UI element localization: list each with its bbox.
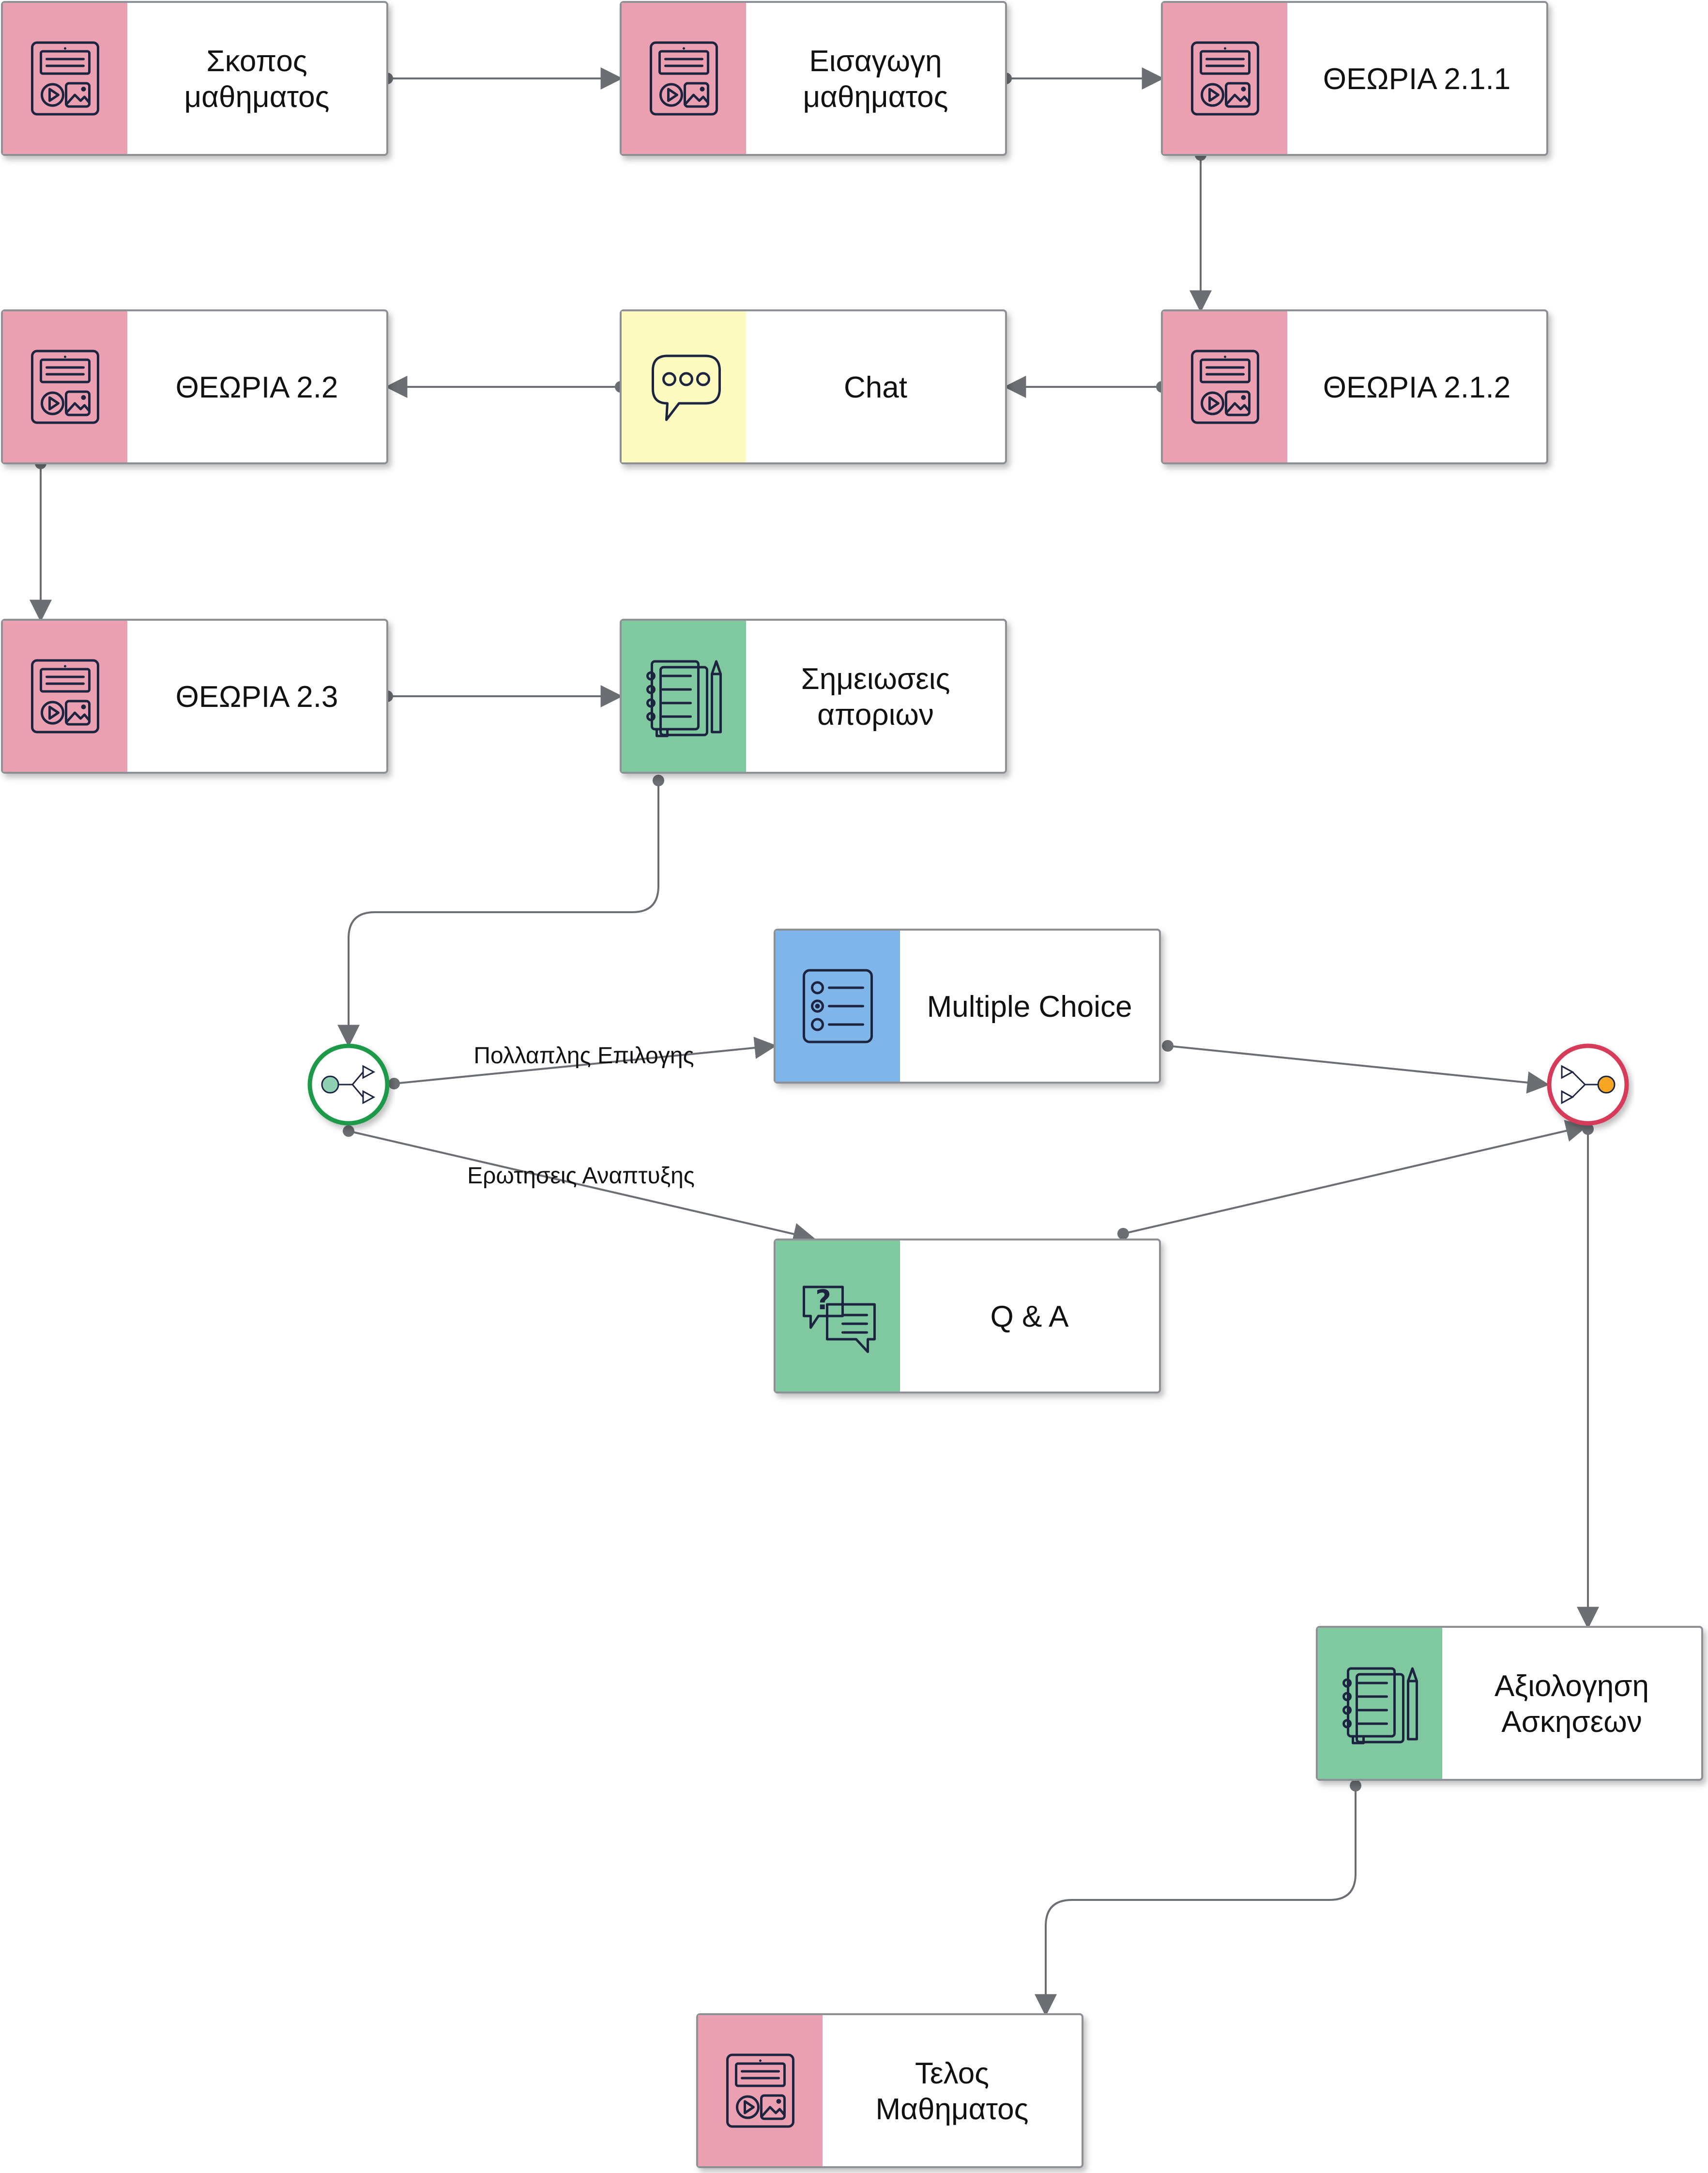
node-n6[interactable]: ΘΕΩΡΙΑ 2.2 bbox=[1, 309, 388, 464]
checklist-icon bbox=[803, 969, 873, 1043]
node-n7[interactable]: ΘΕΩΡΙΑ 2.3 bbox=[1, 619, 388, 774]
media-content-icon bbox=[1191, 41, 1259, 116]
node-label: ΘΕΩΡΙΑ 2.2 bbox=[176, 371, 338, 404]
node-n3[interactable]: ΘΕΩΡΙΑ 2.1.1 bbox=[1161, 1, 1548, 156]
edge-g1-n10[interactable] bbox=[343, 1125, 816, 1245]
node-type-strip bbox=[622, 311, 746, 462]
node-label-line: αποριων bbox=[817, 698, 934, 732]
node-label-line: Σκοπος bbox=[206, 45, 307, 78]
media-content-icon bbox=[31, 41, 99, 116]
node-label: Q & A bbox=[991, 1300, 1069, 1333]
media-content-icon bbox=[31, 659, 99, 734]
node-n5[interactable]: Chat bbox=[620, 309, 1007, 464]
chat-bubble-icon bbox=[652, 354, 721, 421]
node-label-line: μαθηματος bbox=[184, 80, 329, 114]
node-label-line: Chat bbox=[844, 371, 907, 404]
node-label-line: ΘΕΩΡΙΑ 2.2 bbox=[176, 371, 338, 404]
node-type-strip bbox=[3, 311, 127, 462]
node-type-strip bbox=[3, 3, 127, 154]
node-label-line: Multiple Choice bbox=[927, 990, 1132, 1024]
edge-n10-g2[interactable] bbox=[1117, 1119, 1588, 1240]
edge-n1-n2[interactable] bbox=[381, 67, 623, 90]
node-label-line: ΘΕΩΡΙΑ 2.1.1 bbox=[1323, 62, 1511, 96]
node-label-line: ΘΕΩΡΙΑ 2.3 bbox=[176, 680, 338, 714]
node-label: Chat bbox=[844, 371, 907, 404]
node-label: ΘΕΩΡΙΑ 2.1.2 bbox=[1323, 371, 1511, 404]
node-label-line: ΘΕΩΡΙΑ 2.1.2 bbox=[1323, 371, 1511, 404]
media-content-icon bbox=[726, 2053, 794, 2128]
edge-label: Πολλαπλης Επιλογης bbox=[473, 1043, 694, 1069]
notebook-pencil-icon bbox=[646, 660, 722, 737]
node-label: Multiple Choice bbox=[927, 990, 1132, 1024]
media-content-icon bbox=[1191, 350, 1259, 424]
node-type-strip bbox=[3, 621, 127, 772]
svg-text:?: ? bbox=[815, 1285, 831, 1316]
media-content-icon bbox=[31, 350, 99, 424]
node-label-line: μαθηματος bbox=[803, 80, 948, 114]
node-label-line: Μαθηματος bbox=[876, 2093, 1029, 2126]
node-label: ΘΕΩΡΙΑ 2.1.1 bbox=[1323, 62, 1511, 96]
node-label-line: Τελος bbox=[915, 2057, 989, 2090]
edge-n7-n8[interactable] bbox=[381, 685, 623, 707]
edge-g1-n9[interactable] bbox=[388, 1037, 777, 1089]
node-type-strip bbox=[698, 2015, 823, 2166]
edge-label: Ερωτησεις Αναπτυξης bbox=[467, 1163, 695, 1189]
notebook-pencil-icon bbox=[1342, 1667, 1418, 1745]
node-label-line: Q & A bbox=[991, 1300, 1069, 1333]
node-label-line: Σημειωσεις bbox=[801, 662, 950, 696]
split-gateway-icon[interactable] bbox=[307, 1043, 390, 1126]
node-label: ΘΕΩΡΙΑ 2.3 bbox=[176, 680, 338, 714]
edge-n6-n7[interactable] bbox=[30, 458, 52, 622]
edge-n2-n3[interactable] bbox=[1000, 67, 1164, 90]
node-type-strip bbox=[1163, 311, 1287, 462]
node-label-line: Ασκησεων bbox=[1501, 1705, 1642, 1739]
edge-n9-g2[interactable] bbox=[1162, 1040, 1550, 1094]
node-n4[interactable]: ΘΕΩΡΙΑ 2.1.2 bbox=[1161, 309, 1548, 464]
merge-gateway-icon[interactable] bbox=[1547, 1043, 1629, 1126]
node-type-strip bbox=[622, 3, 746, 154]
node-n10[interactable]: ? Q & A bbox=[774, 1239, 1161, 1393]
media-content-icon bbox=[650, 41, 718, 116]
node-label-line: Αξιολογηση bbox=[1494, 1669, 1649, 1703]
node-label-line: Εισαγωγη bbox=[809, 45, 942, 78]
node-type-strip bbox=[1318, 1628, 1442, 1779]
node-n9[interactable]: Multiple Choice bbox=[774, 929, 1161, 1084]
edge-n11-n12[interactable] bbox=[1035, 1780, 1361, 2017]
node-type-strip bbox=[1163, 3, 1287, 154]
edge-g2-n11[interactable] bbox=[1577, 1123, 1599, 1629]
edge-n3-n4[interactable] bbox=[1190, 149, 1212, 313]
edge-n8-g1[interactable] bbox=[337, 775, 664, 1047]
edge-n5-n6[interactable] bbox=[385, 376, 626, 398]
question-chat-icon: ? bbox=[803, 1285, 876, 1353]
edge-n4-n5[interactable] bbox=[1004, 376, 1168, 398]
node-type-strip bbox=[622, 621, 746, 772]
